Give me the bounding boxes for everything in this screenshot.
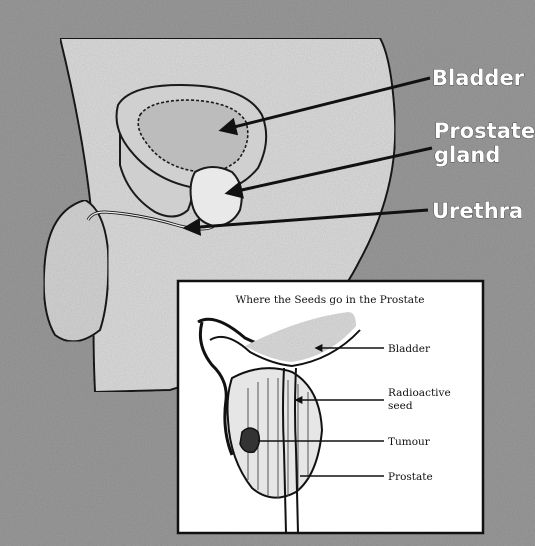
inset-diagram: Where the Seeds go in the Prostate <box>178 281 483 533</box>
prostate-label-line2: gland <box>434 143 500 167</box>
prostate-gland <box>191 167 242 226</box>
urethra-label: Urethra <box>432 199 523 223</box>
bladder-label: Bladder <box>432 66 525 90</box>
inset-bladder-label: Bladder <box>388 343 431 355</box>
inset-tumour-label: Tumour <box>388 436 431 448</box>
inset-seed-label-line1: Radioactive <box>388 387 451 399</box>
prostate-label-line1: Prostate <box>434 119 535 143</box>
inset-tumour <box>240 428 259 452</box>
inset-prostate-label: Prostate <box>388 471 433 483</box>
inset-title: Where the Seeds go in the Prostate <box>235 294 424 306</box>
inset-seed-label-line2: seed <box>388 400 413 412</box>
